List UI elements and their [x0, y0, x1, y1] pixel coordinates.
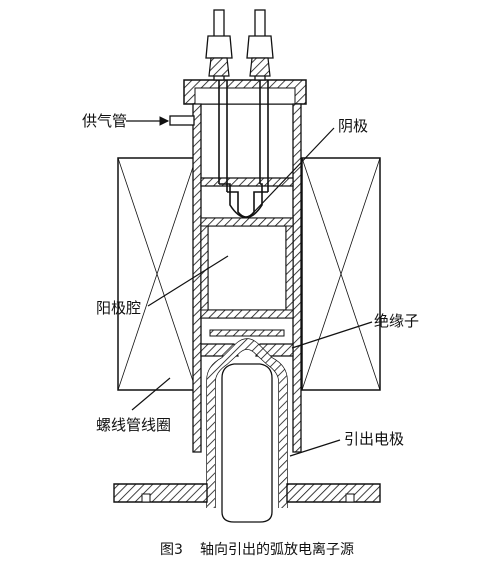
- label-cathode: 阴极: [338, 117, 368, 135]
- cathode: [205, 9, 274, 219]
- label-extraction-electrode: 引出电极: [344, 430, 404, 448]
- figure-number: 图3: [160, 542, 183, 558]
- extraction-electrode: [206, 338, 288, 523]
- label-insulator: 绝缘子: [374, 312, 419, 330]
- solenoid-coil-left: [117, 157, 197, 391]
- figure-caption: 轴向引出的弧放电离子源: [200, 541, 354, 558]
- bottom-flange: [113, 483, 381, 503]
- anode-cavity: [200, 217, 294, 337]
- label-anode-cavity: 阳极腔: [96, 299, 141, 317]
- label-gas-supply-tube: 供气管: [82, 112, 127, 130]
- gas-supply-tube: [169, 115, 195, 126]
- leader-lines: [126, 116, 373, 457]
- label-solenoid-coil: 螺线管线圈: [96, 416, 171, 434]
- top-flange: [183, 79, 307, 105]
- solenoid-coil-right: [301, 157, 381, 391]
